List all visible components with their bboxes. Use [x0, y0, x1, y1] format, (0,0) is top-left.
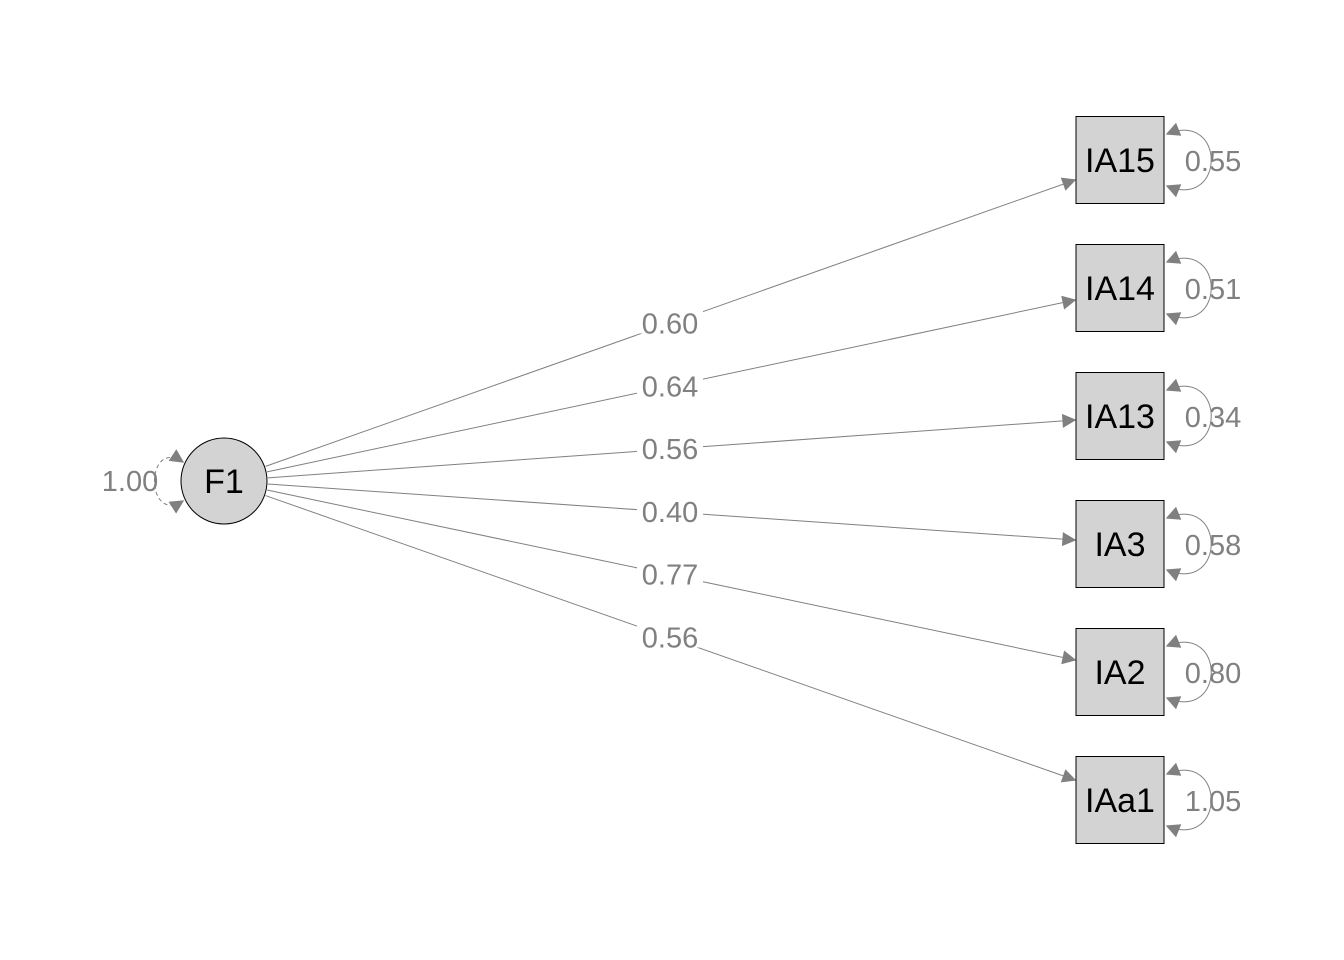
latent-node-f1: [180, 437, 268, 525]
loading-label-ia13: 0.56: [642, 434, 698, 466]
indicator-label: IA3: [1094, 526, 1145, 564]
loading-label-bg: [637, 493, 703, 522]
residual-arc-ia13: [1165, 378, 1212, 454]
indicator-label: IA15: [1085, 142, 1155, 180]
residual-label-ia14: 0.51: [1185, 274, 1241, 306]
latent-variance-label: 1.00: [102, 466, 158, 498]
residual-label-ia13: 0.34: [1185, 402, 1241, 434]
loading-label-bg: [637, 431, 703, 460]
latent-variance-arc: [154, 449, 185, 514]
loading-label-bg: [637, 556, 703, 585]
loading-label-ia14: 0.64: [642, 371, 698, 403]
residual-label-ia2: 0.80: [1185, 658, 1241, 690]
indicator-node-ia2: [1075, 628, 1165, 716]
residual-label-ia3: 0.58: [1185, 530, 1241, 562]
indicator-node-ia15: [1075, 116, 1165, 204]
residual-arc-ia2: [1165, 634, 1212, 710]
indicator-label: IA13: [1085, 398, 1155, 436]
loading-label-bg: [637, 619, 703, 648]
indicator-node-ia14: [1075, 244, 1165, 332]
indicator-label: IAa1: [1085, 782, 1155, 820]
indicator-node-ia13: [1075, 372, 1165, 460]
loading-label-iaa1: 0.56: [642, 623, 698, 655]
residual-arc-ia3: [1165, 506, 1212, 582]
loading-label-ia2: 0.77: [642, 560, 698, 592]
loading-label-ia3: 0.40: [642, 497, 698, 529]
indicator-label: IA2: [1094, 654, 1145, 692]
loading-label-ia15: 0.60: [642, 308, 698, 340]
residual-arc-ia15: [1165, 122, 1212, 198]
indicator-label: IA14: [1085, 270, 1155, 308]
residual-label-ia15: 0.55: [1185, 146, 1241, 178]
indicator-node-iaa1: [1075, 756, 1165, 844]
residual-label-iaa1: 1.05: [1185, 786, 1241, 818]
latent-label: F1: [204, 463, 244, 501]
residual-arc-iaa1: [1165, 762, 1212, 838]
loading-label-bg: [637, 368, 703, 397]
residual-arc-ia14: [1165, 250, 1212, 326]
loading-label-bg: [637, 305, 703, 334]
indicator-node-ia3: [1075, 500, 1165, 588]
